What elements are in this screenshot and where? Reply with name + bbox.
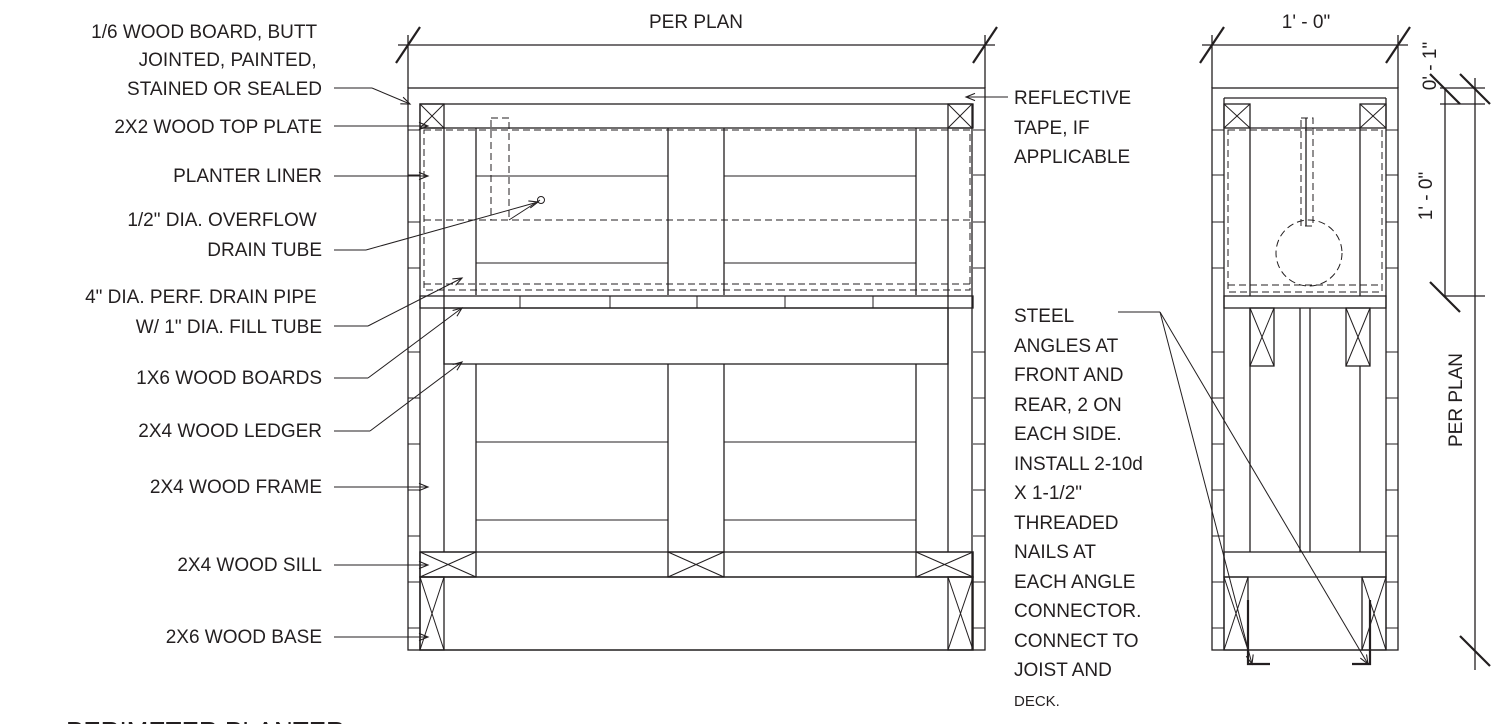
dimension-height: 0' - 1" 1' - 0" PER PLAN xyxy=(1416,42,1491,670)
side-width-label: 1' - 0" xyxy=(1282,12,1330,33)
label-steel-angles: STEEL ANGLES AT FRONT AND REAR, 2 ON EAC… xyxy=(1014,306,1148,710)
label-frame: 2X4 WOOD FRAME xyxy=(150,477,322,498)
ledger xyxy=(443,307,949,365)
label-top-plate: 2X2 WOOD TOP PLATE xyxy=(114,117,322,138)
dimension-side-width: 1' - 0" xyxy=(1199,12,1411,88)
steel-angle-left xyxy=(1246,600,1270,666)
drawing-title: PERIMETER PLANTER xyxy=(66,716,345,724)
front-width-label: PER PLAN xyxy=(649,12,743,33)
overflow-tube xyxy=(490,117,510,221)
side-section: 1' - 0" 0' - 1" 1' - 0" PER PLAN xyxy=(1199,12,1491,670)
side-siding-joints xyxy=(1212,129,1398,629)
steel-angle-right xyxy=(1352,600,1372,666)
top-plate xyxy=(419,103,974,129)
label-planter-liner: PLANTER LINER xyxy=(173,166,322,187)
label-sill: 2X4 WOOD SILL xyxy=(177,555,322,576)
top-plate-block-left xyxy=(419,103,445,129)
reflective-tape-callout: REFLECTIVE TAPE, IF APPLICABLE xyxy=(964,88,1136,168)
drain-pipe xyxy=(1275,219,1343,287)
label-overflow-drain: 1/2" DIA. OVERFLOW DRAIN TUBE xyxy=(127,210,322,261)
label-wood-board: 1/6 WOOD BOARD, BUTT JOINTED, PAINTED, S… xyxy=(91,22,322,100)
overflow-drain-tube xyxy=(537,196,545,204)
left-callouts: 1/6 WOOD BOARD, BUTT JOINTED, PAINTED, S… xyxy=(85,22,540,648)
top-plate-block-right xyxy=(947,103,973,129)
steel-angle-callout: STEEL ANGLES AT FRONT AND REAR, 2 ON EAC… xyxy=(1014,306,1369,710)
dimension-front-width: PER PLAN xyxy=(395,12,998,88)
overall-height-label: PER PLAN xyxy=(1446,353,1467,447)
label-wood-boards: 1X6 WOOD BOARDS xyxy=(136,368,322,389)
label-drain-pipe: 4" DIA. PERF. DRAIN PIPE W/ 1" DIA. FILL… xyxy=(85,287,322,338)
label-ledger: 2X4 WOOD LEDGER xyxy=(138,421,322,442)
side-outline xyxy=(1211,87,1399,651)
siding-joints xyxy=(408,129,985,629)
label-reflective-tape: REFLECTIVE TAPE, IF APPLICABLE xyxy=(1014,88,1136,168)
front-outline xyxy=(407,87,986,651)
front-elevation: PER PLAN xyxy=(395,12,998,651)
planter-liner xyxy=(423,129,971,291)
top-rim-label: 0' - 1" xyxy=(1420,42,1441,90)
planter-depth-label: 1' - 0" xyxy=(1416,172,1437,220)
label-base: 2X6 WOOD BASE xyxy=(166,627,322,648)
wood-base xyxy=(419,576,974,651)
